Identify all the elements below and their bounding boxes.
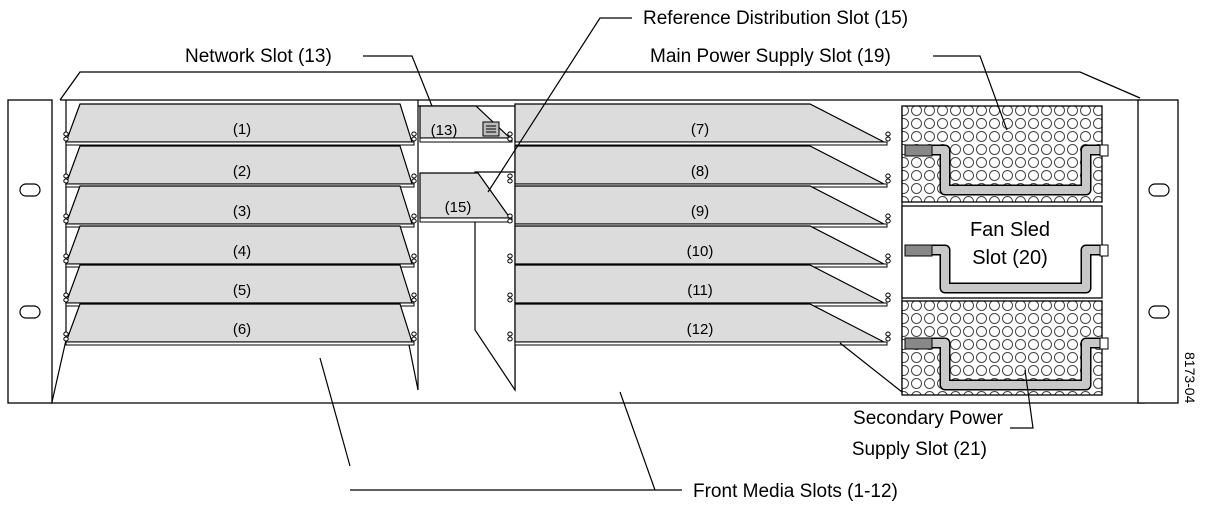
card-slot-label: (1): [233, 121, 251, 138]
network-slot-label: (13): [431, 122, 458, 139]
card-slot-8[interactable]: (8): [507, 145, 891, 188]
card-slot-7[interactable]: (7): [507, 103, 891, 146]
main-power-callout: Main Power Supply Slot (19): [650, 46, 891, 67]
front-media-callout: Front Media Slots (1-12): [693, 481, 898, 502]
reference-distribution-callout: Reference Distribution Slot (15): [643, 8, 908, 29]
card-slot-label: (6): [233, 321, 251, 338]
card-slot-label: (4): [233, 243, 251, 260]
card-slot-10[interactable]: (10): [507, 225, 891, 268]
card-slot-label: (5): [233, 282, 251, 299]
card-slot-12[interactable]: (12): [507, 303, 891, 346]
card-slot-6[interactable]: (6): [63, 303, 417, 346]
chassis-outline: [50, 71, 1145, 404]
card-slot-label: (9): [691, 203, 709, 220]
leader-lines: [319, 17, 1034, 491]
fan-sled-label-line2: Slot (20): [972, 247, 1048, 269]
left-rack-ear: [7, 99, 53, 404]
card-slot-4[interactable]: (4): [63, 225, 417, 268]
card-slot-label: (12): [687, 321, 714, 338]
card-slot-2[interactable]: (2): [63, 145, 417, 188]
fan-sled-label-line1: Fan Sled: [970, 219, 1050, 241]
card-slot-label: (10): [687, 243, 714, 260]
left-card-slots: (1) (2) (3) (4) (5) (6): [63, 103, 417, 346]
secondary-power-callout-line2: Supply Slot (21): [852, 439, 987, 460]
card-slot-label: (11): [687, 282, 713, 299]
reference-slot-label: (15): [445, 199, 472, 216]
card-slot-3[interactable]: (3): [63, 185, 417, 228]
right-card-slots: (7) (8) (9) (10) (11) (12): [507, 103, 891, 346]
card-slot-label: (3): [233, 203, 251, 220]
card-slot-9[interactable]: (9): [507, 185, 891, 228]
main-power-supply[interactable]: [901, 105, 1109, 203]
card-slot-label: (2): [233, 163, 251, 180]
card-slot-5[interactable]: (5): [63, 264, 417, 307]
secondary-power-callout-line1: Secondary Power: [853, 408, 1004, 429]
card-slot-label: (8): [691, 163, 709, 180]
middle-section: (13) (15): [418, 105, 516, 392]
figure-id: 8173-04: [1182, 352, 1198, 404]
card-slot-label: (7): [691, 121, 709, 138]
card-slot-1[interactable]: (1): [63, 103, 417, 146]
right-rack-ear: [1137, 99, 1179, 404]
fan-sled[interactable]: Fan Sled Slot (20): [901, 205, 1109, 299]
card-slot-11[interactable]: (11): [507, 264, 891, 307]
network-slot[interactable]: (13): [419, 105, 513, 143]
reference-slot[interactable]: (15): [419, 172, 513, 223]
network-slot-callout: Network Slot (13): [185, 46, 332, 67]
secondary-power-supply[interactable]: [901, 300, 1109, 396]
